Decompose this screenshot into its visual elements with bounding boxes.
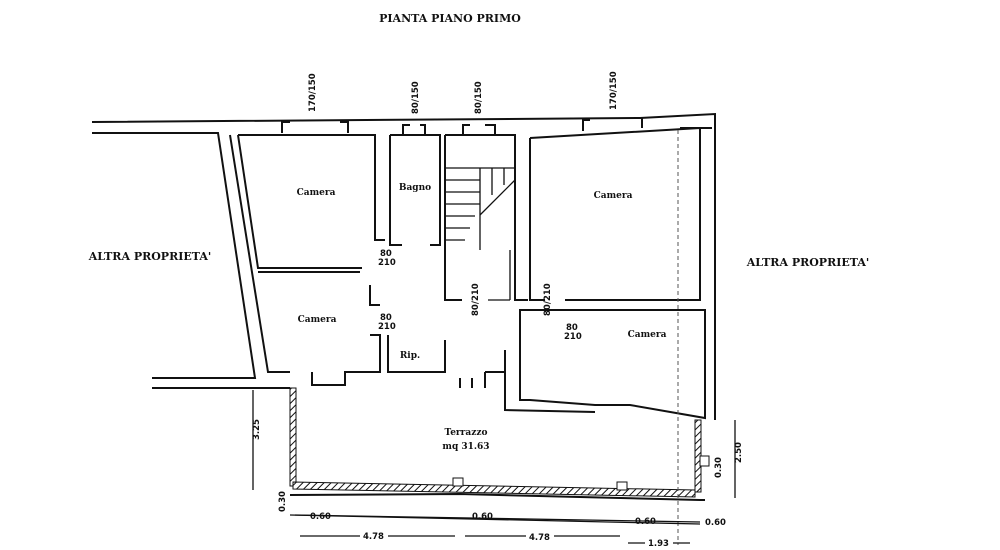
terrace (289, 130, 710, 545)
door-4-label: 80/210 (543, 283, 553, 316)
dim-col-3: 0.60 (635, 517, 656, 527)
window-2-label: 80/150 (411, 81, 421, 114)
neighbor-left-label: ALTRA PROPRIETA' (88, 250, 212, 263)
room-terrazzo: Terrazzo (445, 428, 488, 438)
neighbor-right-label: ALTRA PROPRIETA' (746, 256, 870, 269)
dim-left-height: 3.25 (252, 419, 262, 440)
room-camera-top-right: Camera (594, 191, 633, 201)
dim-right-height: 2.50 (734, 442, 744, 463)
door-5-width: 80 (566, 323, 578, 333)
room-bagno: Bagno (399, 183, 431, 193)
room-camera-top-left: Camera (297, 188, 336, 198)
door-5-height: 210 (564, 332, 582, 342)
door-3-label: 80/210 (471, 283, 481, 316)
dim-span-1: 4.78 (363, 532, 384, 542)
door-1-width: 80 (380, 249, 392, 259)
terrazzo-area: mq 31.63 (442, 442, 489, 452)
walls (91, 112, 716, 420)
dim-span-2: 4.78 (529, 533, 550, 543)
window-1-label: 170/150 (308, 73, 318, 112)
dim-col-2: 0.60 (472, 512, 493, 522)
window-3-label: 80/150 (474, 81, 484, 114)
dim-col-4: 0.60 (705, 518, 726, 528)
window-labels: 170/150 80/150 80/150 170/150 (308, 71, 619, 114)
door-2-height: 210 (378, 322, 396, 332)
door-labels: 80 210 80 210 80/210 80/210 80 210 (378, 249, 582, 342)
room-ripostiglio: Rip. (400, 351, 420, 361)
door-1-height: 210 (378, 258, 396, 268)
dim-parapet-right: 0.30 (714, 457, 724, 478)
plan-title: PIANTA PIANO PRIMO (379, 12, 521, 25)
dim-parapet-left: 0.30 (278, 491, 288, 512)
dim-span-3: 1.93 (648, 539, 669, 549)
room-camera-bottom-left: Camera (298, 315, 337, 325)
window-4-label: 170/150 (609, 71, 619, 110)
dim-col-1: 0.60 (310, 512, 331, 522)
door-2-width: 80 (380, 313, 392, 323)
room-camera-bottom-right: Camera (628, 330, 667, 340)
